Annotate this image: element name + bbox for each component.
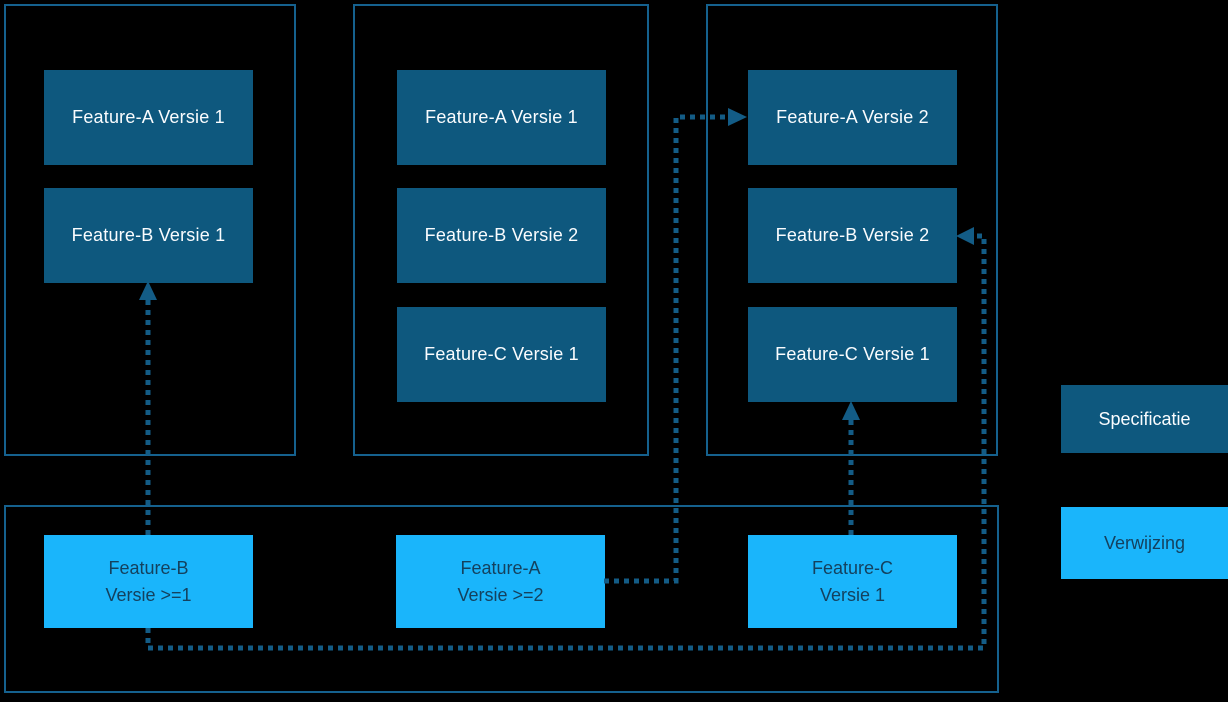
spec-box-label: Feature-B Versie 2 — [424, 225, 579, 245]
spec-box-label: Feature-C Versie 1 — [775, 344, 930, 364]
spec-box-p3-feature-c-v1: Feature-C Versie 1 — [748, 307, 957, 402]
ref-box-label-line1: Feature-A — [460, 558, 541, 579]
spec-box-label: Feature-B Versie 1 — [71, 225, 226, 245]
spec-box-label: Feature-A Versie 1 — [425, 107, 578, 127]
spec-box-p3-feature-b-v2: Feature-B Versie 2 — [748, 188, 957, 283]
legend-specification-swatch: Specificatie — [1061, 385, 1228, 453]
spec-box-p2-feature-a-v1: Feature-A Versie 1 — [397, 70, 606, 165]
ref-box-label-line1: Feature-B — [108, 558, 189, 579]
legend-specification-label: Specificatie — [1098, 408, 1191, 429]
spec-box-p3-feature-a-v2: Feature-A Versie 2 — [748, 70, 957, 165]
spec-box-label: Feature-A Versie 1 — [72, 107, 225, 127]
spec-box-p1-feature-b-v1: Feature-B Versie 1 — [44, 188, 253, 283]
ref-box-feature-c: Feature-C Versie 1 — [748, 535, 957, 628]
ref-box-feature-b: Feature-B Versie >=1 — [44, 535, 253, 628]
ref-box-label-line2: Versie >=2 — [457, 584, 544, 605]
spec-box-p1-feature-a-v1: Feature-A Versie 1 — [44, 70, 253, 165]
spec-box-label: Feature-B Versie 2 — [775, 225, 930, 245]
spec-box-p2-feature-b-v2: Feature-B Versie 2 — [397, 188, 606, 283]
ref-box-label-line2: Versie 1 — [819, 584, 886, 605]
legend-reference-swatch: Verwijzing — [1061, 507, 1228, 579]
spec-box-label: Feature-A Versie 2 — [776, 107, 929, 127]
ref-box-feature-a: Feature-A Versie >=2 — [396, 535, 605, 628]
ref-box-label-line1: Feature-C — [811, 558, 894, 579]
ref-box-label-line2: Versie >=1 — [105, 584, 192, 605]
spec-box-label: Feature-C Versie 1 — [424, 344, 579, 364]
legend-reference-label: Verwijzing — [1103, 532, 1186, 553]
spec-box-p2-feature-c-v1: Feature-C Versie 1 — [397, 307, 606, 402]
